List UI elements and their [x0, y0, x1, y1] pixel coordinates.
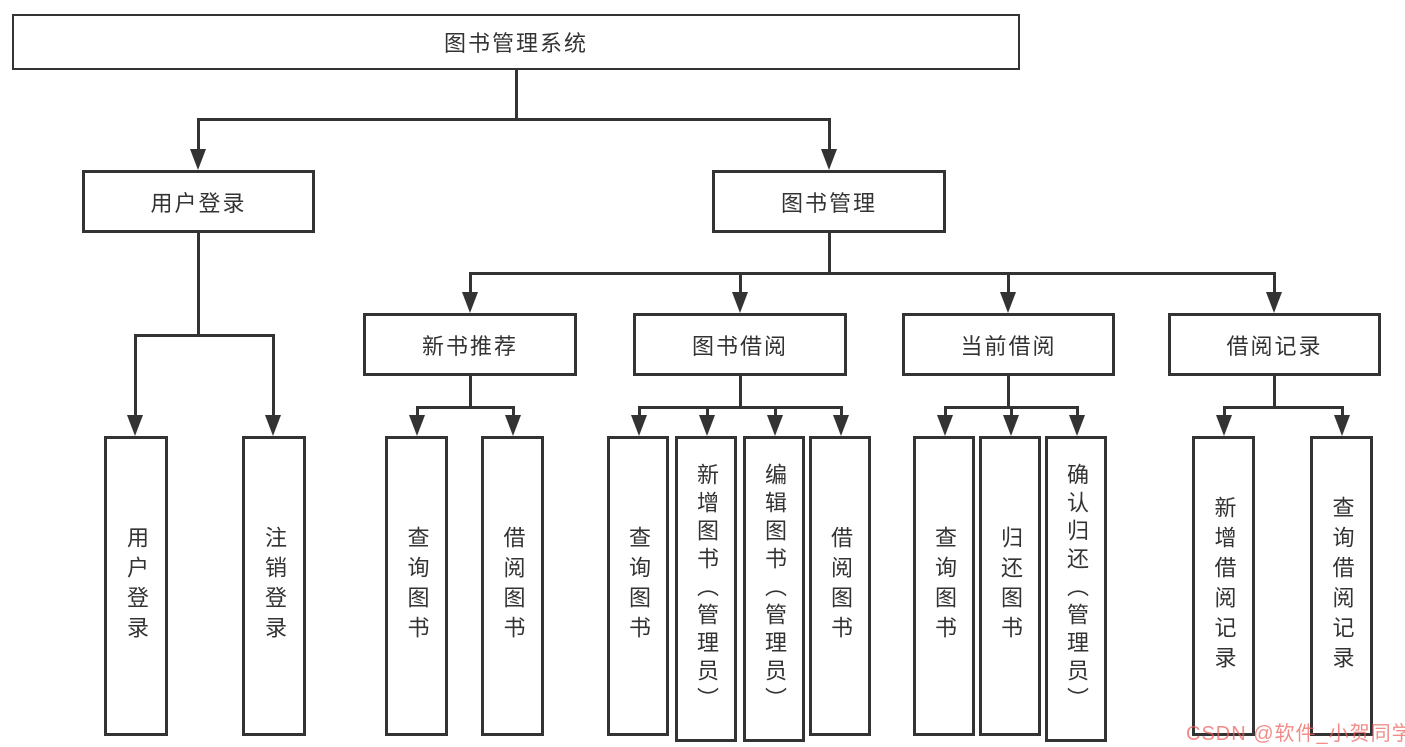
connector-line: [1273, 272, 1276, 296]
connector-line: [828, 231, 831, 274]
node-label: 借阅图书: [828, 526, 853, 646]
node-label: 查询图书: [404, 526, 430, 646]
node-label: 查询图书: [932, 526, 957, 646]
arrow-down-icon: [409, 415, 425, 436]
arrow-down-icon: [631, 415, 647, 436]
connector-line: [416, 406, 419, 418]
connector-line: [416, 406, 515, 409]
arrow-down-icon: [190, 149, 206, 170]
node-label: 新增借阅记录: [1211, 496, 1237, 676]
connector-line: [197, 118, 200, 154]
connector-line: [774, 406, 777, 418]
leaf-query-borrow-record: 查询借阅记录: [1310, 436, 1373, 736]
node-label: 借阅图书: [500, 526, 526, 646]
connector-line: [1076, 406, 1079, 418]
node-label: 图书管理: [780, 190, 877, 216]
leaf-query-books-current: 查询图书: [913, 436, 975, 736]
connector-line: [840, 406, 843, 418]
arrow-down-icon: [1266, 292, 1282, 313]
connector-line: [197, 231, 200, 336]
connector-line: [739, 374, 742, 408]
node-book-management: 图书管理: [712, 170, 946, 233]
arrow-down-icon: [937, 415, 953, 436]
node-label: 注销登录: [262, 526, 287, 646]
connector-line: [706, 406, 709, 418]
connector-line: [1223, 406, 1226, 418]
node-label: 图书借阅: [691, 333, 788, 359]
connector-line: [134, 334, 275, 337]
connector-line: [828, 118, 831, 154]
connector-line: [197, 118, 831, 121]
connector-line: [739, 272, 742, 296]
connector-line: [469, 272, 1276, 275]
node-library-management-system: 图书管理系统: [12, 14, 1020, 70]
node-label: 新增图书（管理员）: [694, 463, 719, 715]
node-user-login: 用户登录: [82, 170, 315, 233]
arrow-down-icon: [462, 292, 478, 313]
connector-line: [134, 334, 137, 419]
leaf-query-books-borrow: 查询图书: [607, 436, 669, 736]
arrow-down-icon: [767, 415, 783, 436]
node-label: 归还图书: [998, 526, 1023, 646]
node-label: 查询图书: [626, 526, 651, 646]
leaf-borrow-books-recommend: 借阅图书: [481, 436, 544, 736]
connector-line: [515, 68, 518, 120]
watermark-text: CSDN @软件_小贺同学: [1186, 723, 1405, 745]
connector-line: [1273, 374, 1276, 408]
connector-line: [469, 272, 472, 296]
arrow-down-icon: [732, 292, 748, 313]
node-label: 用户登录: [150, 190, 247, 216]
leaf-user-login: 用户登录: [104, 436, 168, 736]
node-current-borrow: 当前借阅: [902, 313, 1115, 376]
node-label: 借阅记录: [1226, 333, 1323, 359]
node-label: 查询借阅记录: [1329, 496, 1355, 676]
arrow-down-icon: [821, 149, 837, 170]
leaf-confirm-return-admin: 确认归还（管理员）: [1045, 436, 1107, 742]
node-label: 确认归还（管理员）: [1064, 463, 1089, 715]
connector-line: [1007, 272, 1010, 296]
node-borrow-records: 借阅记录: [1168, 313, 1381, 376]
arrow-down-icon: [127, 415, 143, 436]
leaf-add-borrow-record: 新增借阅记录: [1192, 436, 1255, 736]
node-book-borrow: 图书借阅: [633, 313, 847, 376]
connector-line: [469, 374, 472, 408]
arrow-down-icon: [1003, 415, 1019, 436]
connector-line: [1341, 406, 1344, 418]
connector-line: [272, 334, 275, 419]
connector-line: [1010, 406, 1013, 418]
node-label: 用户登录: [124, 526, 149, 646]
connector-line: [512, 406, 515, 418]
connector-line: [944, 406, 947, 418]
leaf-edit-book-admin: 编辑图书（管理员）: [743, 436, 805, 742]
leaf-borrow-books: 借阅图书: [809, 436, 871, 736]
arrow-down-icon: [1334, 415, 1350, 436]
arrow-down-icon: [1000, 292, 1016, 313]
arrow-down-icon: [1069, 415, 1085, 436]
connector-line: [638, 406, 843, 409]
connector-line: [1007, 374, 1010, 408]
arrow-down-icon: [833, 415, 849, 436]
node-new-book-recommend: 新书推荐: [363, 313, 577, 376]
leaf-add-book-admin: 新增图书（管理员）: [675, 436, 737, 742]
leaf-logout: 注销登录: [242, 436, 306, 736]
connector-line: [638, 406, 641, 418]
node-label: 新书推荐: [421, 333, 518, 359]
leaf-return-books: 归还图书: [979, 436, 1041, 736]
connector-line: [1223, 406, 1343, 409]
node-label: 图书管理系统: [443, 31, 588, 56]
arrow-down-icon: [699, 415, 715, 436]
arrow-down-icon: [505, 415, 521, 436]
leaf-query-books-recommend: 查询图书: [385, 436, 448, 736]
arrow-down-icon: [1216, 415, 1232, 436]
node-label: 编辑图书（管理员）: [762, 463, 787, 715]
arrow-down-icon: [265, 415, 281, 436]
node-label: 当前借阅: [960, 333, 1057, 359]
